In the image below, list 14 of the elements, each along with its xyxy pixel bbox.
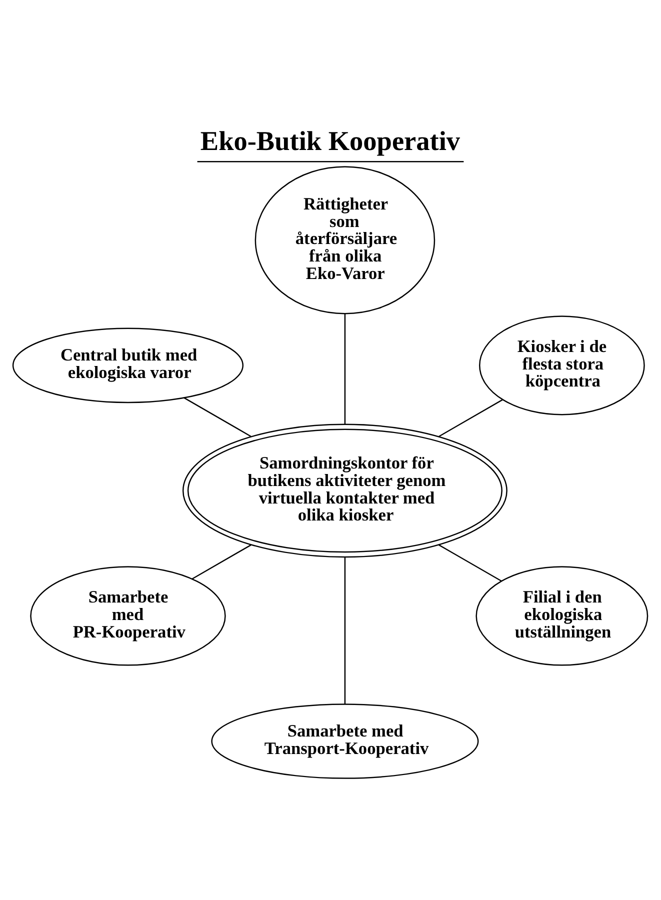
connector xyxy=(184,397,252,438)
node-ellipse: Central butik med ekologiska varor xyxy=(12,328,244,404)
connector xyxy=(438,544,502,582)
connector xyxy=(438,399,503,438)
diagram-title: Eko-Butik Kooperativ xyxy=(200,126,460,156)
node-ellipse: Samordningskontor för butikens aktiviteter genom virtuella kontakter med olika kiosker xyxy=(182,424,508,558)
node-ellipse: Samarbete med PR-Kooperativ xyxy=(30,566,226,666)
node-ellipse: Samarbete med Transport-Kooperativ xyxy=(211,704,479,779)
node-ellipse: Rättigheter som återförsäljare från olika Eko-Varor xyxy=(254,166,436,314)
connector xyxy=(192,544,252,580)
connector xyxy=(344,557,346,704)
node-ellipse: Filial i den ekologiska utställningen xyxy=(476,566,648,666)
connector xyxy=(344,314,346,424)
node-ellipse: Kiosker i de flesta stora köpcentra xyxy=(479,316,645,416)
